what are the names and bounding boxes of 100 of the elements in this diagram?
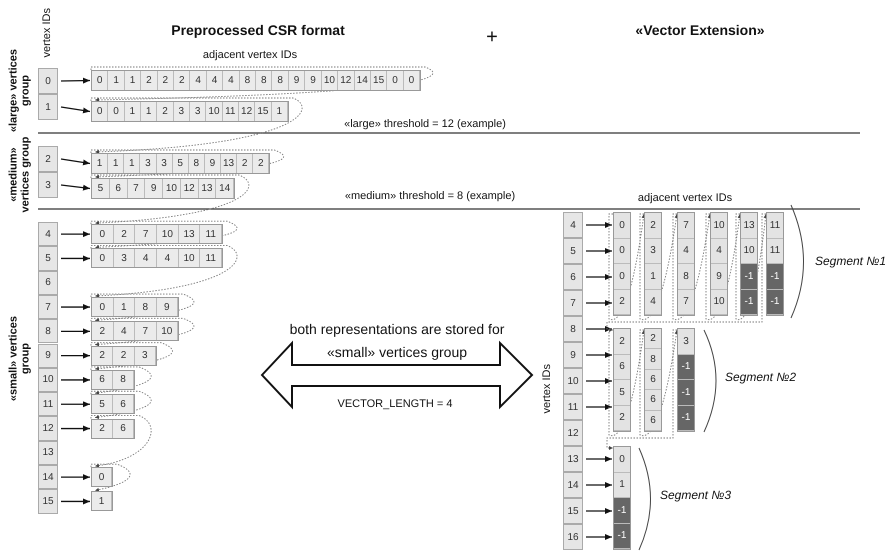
- reading-order-path: [640, 330, 678, 436]
- array-cell: 9: [156, 298, 178, 316]
- array-cell: -1: [767, 264, 783, 290]
- array-cell: -1: [614, 498, 630, 524]
- array-cell: 6: [92, 370, 113, 389]
- array-cell: 1: [124, 154, 140, 173]
- vertex-id-cell: 13: [563, 446, 583, 472]
- vertex-id-cell: 14: [38, 465, 58, 490]
- array-cell: 8: [272, 71, 289, 90]
- arrow: [586, 222, 612, 228]
- reading-order-path: [640, 214, 678, 320]
- heading: Preprocessed CSR format: [170, 22, 346, 38]
- array-cell: 4: [157, 249, 179, 268]
- parameter-label: VECTOR_LENGTH = 4: [336, 398, 454, 410]
- array-cell: 10: [163, 179, 181, 198]
- array-cell: 4: [114, 322, 135, 340]
- array-cell: 12: [180, 179, 198, 198]
- adjacency-array: [91, 321, 179, 342]
- array-cell: 14: [354, 71, 371, 90]
- arrow: [586, 248, 612, 254]
- arrow: [586, 378, 612, 384]
- array-cell: 1: [114, 298, 135, 316]
- arrow: [61, 328, 90, 334]
- adjacency-vector: [766, 212, 784, 316]
- array-cell: 0: [92, 102, 108, 121]
- vertex-id-cell: 4: [38, 222, 58, 246]
- vertex-id-cell: 11: [38, 392, 58, 416]
- array-cell: 1: [108, 71, 125, 90]
- reading-order-path: [90, 220, 238, 250]
- adjacency-vector: [740, 212, 758, 316]
- adjacency-array: [91, 70, 421, 91]
- arrow: [61, 376, 90, 383]
- reading-order-path: [90, 98, 302, 154]
- reading-order-path: [606, 214, 766, 332]
- array-cell: 7: [678, 290, 694, 315]
- array-cell: -1: [767, 290, 783, 315]
- group-label: «medium» vertices group: [8, 136, 32, 214]
- adjacency-array: [91, 394, 135, 414]
- adjacency-array: [91, 101, 289, 122]
- array-cell: 10: [156, 322, 178, 340]
- array-cell: 3: [114, 249, 136, 268]
- array-cell: 7: [128, 179, 146, 198]
- array-cell: 10: [157, 225, 179, 244]
- vertex-id-cell: 11: [563, 394, 583, 420]
- array-cell: 12: [238, 102, 256, 121]
- segment-label: Segment №1: [814, 254, 888, 268]
- arrow: [61, 498, 90, 504]
- array-cell: 8: [240, 71, 256, 90]
- array-cell: -1: [614, 524, 630, 549]
- reading-order-path: [608, 330, 646, 436]
- axis-label: adjacent vertex IDs: [636, 192, 734, 204]
- group-label: «large» vertices group: [8, 48, 32, 133]
- array-cell: 7: [678, 213, 694, 238]
- array-cell: 9: [711, 264, 727, 290]
- vertex-id-cell: 7: [563, 290, 583, 316]
- array-cell: 2: [645, 213, 661, 238]
- adjacency-array: [91, 248, 223, 268]
- segment-label: Segment №2: [724, 370, 798, 384]
- array-cell: 11: [767, 213, 783, 238]
- arrow: [586, 482, 612, 488]
- array-cell: 1: [124, 102, 141, 121]
- vertex-id-cell: 0: [38, 68, 58, 94]
- array-cell: -1: [741, 264, 757, 290]
- reading-order-path: [90, 174, 250, 225]
- adjacency-vector: [677, 328, 695, 432]
- array-cell: 4: [190, 71, 207, 90]
- array-cell: 3: [645, 238, 661, 264]
- vertex-id-cell: 9: [563, 342, 583, 368]
- vertex-id-cell: 5: [38, 246, 58, 271]
- array-cell: 10: [206, 102, 223, 121]
- vertex-id-cell: 10: [38, 368, 58, 392]
- array-cell: 7: [135, 322, 156, 340]
- array-cell: 0: [614, 213, 630, 238]
- group-label: «small» vertices group: [8, 315, 32, 404]
- array-cell: 0: [92, 468, 112, 486]
- adjacency-array: [91, 153, 270, 174]
- vertex-id-cell: 1: [38, 94, 58, 120]
- array-cell: 6: [614, 354, 630, 380]
- array-cell: 4: [223, 71, 240, 90]
- array-cell: 9: [204, 154, 221, 173]
- adjacency-array: [91, 178, 235, 199]
- array-cell: 2: [113, 346, 135, 365]
- axis-label: vertex IDs: [542, 363, 554, 416]
- array-cell: 8: [113, 370, 134, 389]
- plus-sign: +: [485, 26, 499, 49]
- reading-order-path: [90, 294, 194, 322]
- array-cell: 13: [198, 179, 216, 198]
- array-cell: 14: [216, 179, 234, 198]
- adjacency-vector: [644, 328, 662, 432]
- array-cell: 10: [711, 213, 727, 238]
- reading-order-path: [90, 245, 238, 298]
- adjacency-array: [91, 346, 157, 366]
- array-cell: 1: [272, 102, 288, 121]
- array-cell: 15: [370, 71, 388, 90]
- vertex-id-cell: 12: [38, 416, 58, 441]
- array-cell: 1: [92, 154, 108, 173]
- arrow: [61, 426, 90, 432]
- array-cell: 9: [305, 71, 322, 90]
- array-cell: 4: [645, 290, 661, 315]
- arrow: [61, 401, 90, 408]
